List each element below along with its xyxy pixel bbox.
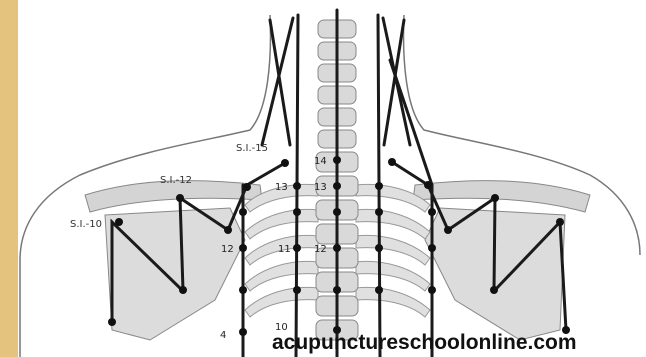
acupoint (293, 208, 301, 216)
acupoint (375, 182, 383, 190)
acupoint (375, 286, 383, 294)
label-vertebra-4: 4 (220, 330, 226, 341)
acupoint (239, 328, 247, 336)
acupoint (224, 226, 232, 234)
label-vertebra-14: 14 (314, 156, 327, 167)
acupoint (388, 158, 396, 166)
acupoint (428, 244, 436, 252)
acupoint (108, 318, 116, 326)
label-vertebra-13: 13 (275, 182, 288, 193)
acupoint (333, 182, 341, 190)
acupoint-si10-left (115, 218, 123, 226)
label-vertebra-12: 12 (221, 244, 234, 255)
watermark-text: acupunctureschoolonline.com (272, 331, 577, 354)
acupoint (556, 218, 564, 226)
acupoint (239, 286, 247, 294)
acupoint (333, 286, 341, 294)
acupoint (243, 183, 251, 191)
acupoint (444, 226, 452, 234)
acupoint (333, 244, 341, 252)
acupoint (428, 286, 436, 294)
acupoint (293, 182, 301, 190)
label-vertebra-11: 11 (278, 244, 291, 255)
right-clavicle (413, 181, 590, 212)
acupoint (375, 244, 383, 252)
acupoint (375, 208, 383, 216)
left-border (0, 0, 18, 357)
label-vertebra-13-b: 13 (314, 182, 327, 193)
acupoint-si15-left (281, 159, 289, 167)
acupoint (179, 286, 187, 294)
acupoint-si12-left (176, 194, 184, 202)
acupoint (424, 181, 432, 189)
acupoint (239, 208, 247, 216)
acupoint (490, 286, 498, 294)
label-vertebra-12-b: 12 (314, 244, 327, 255)
label-si12: S.I.-12 (160, 175, 192, 186)
acupoint (491, 194, 499, 202)
acupoint (428, 208, 436, 216)
label-si15: S.I.-15 (236, 143, 268, 154)
acupoint (293, 244, 301, 252)
acupoint (293, 286, 301, 294)
acupoint (333, 156, 341, 164)
label-si10: S.I.-10 (70, 219, 102, 230)
acupoint (239, 244, 247, 252)
acupoint (333, 208, 341, 216)
